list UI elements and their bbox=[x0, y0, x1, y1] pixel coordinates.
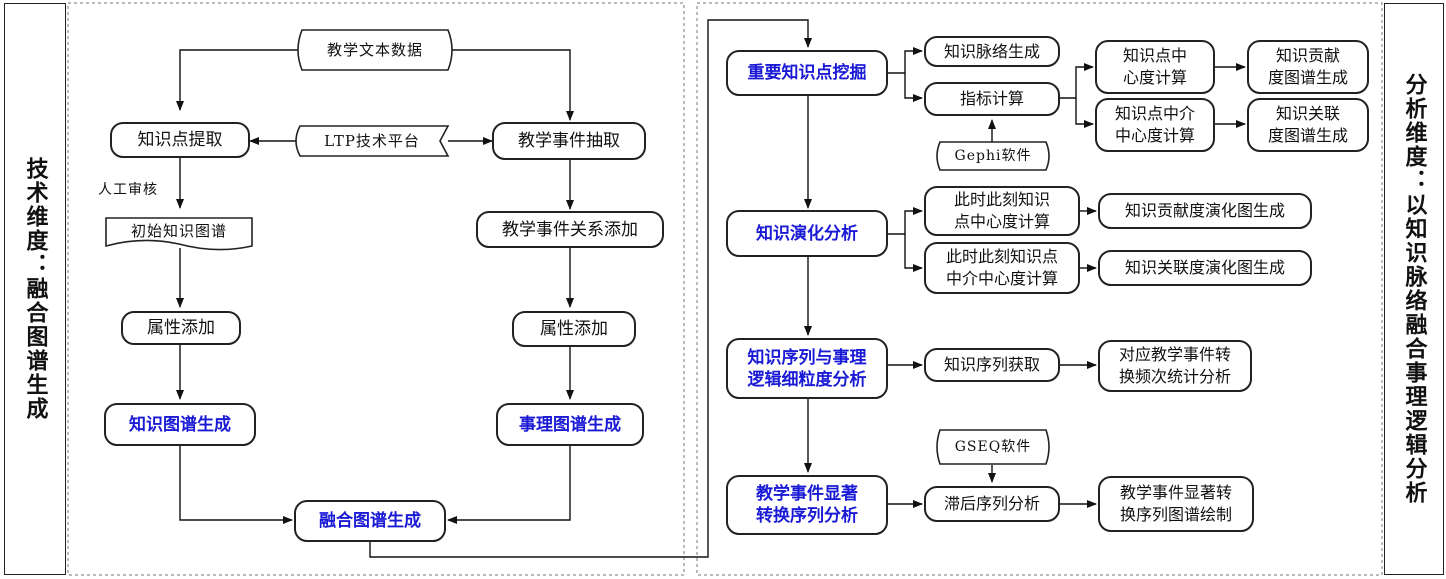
moment-betweenness-calc: 此时此刻知识点 中介中心度计算 bbox=[924, 242, 1080, 294]
attribute-adding-left: 属性添加 bbox=[121, 311, 241, 345]
lag-sequence-analysis: 滞后序列分析 bbox=[924, 486, 1060, 522]
initial-knowledge-graph: 初始知识图谱 bbox=[130, 222, 227, 240]
significant-sequence-drawing: 教学事件显著转 换序列图谱绘制 bbox=[1098, 476, 1254, 532]
tape-shape-gseq bbox=[936, 429, 1050, 465]
knowledge-context-generation: 知识脉络生成 bbox=[924, 36, 1060, 67]
indicator-calculation: 指标计算 bbox=[924, 82, 1060, 116]
important-knowledge-mining: 重要知识点挖掘 bbox=[726, 50, 888, 96]
right-dimension-label: 分析维度：以知识脉络融合事理逻辑分析 bbox=[1384, 3, 1444, 575]
attribute-adding-right: 属性添加 bbox=[512, 311, 636, 347]
knowledge-point-extraction: 知识点提取 bbox=[110, 122, 250, 158]
document-shape-initial-graph bbox=[105, 217, 253, 251]
event-relation-adding: 教学事件关系添加 bbox=[476, 211, 664, 248]
significant-transition-analysis: 教学事件显著 转换序列分析 bbox=[726, 475, 888, 535]
left-dimension-label: 技术维度：融合图谱生成 bbox=[4, 3, 66, 575]
moment-centrality-calc: 此时此刻知识 点中心度计算 bbox=[924, 186, 1080, 236]
point-betweenness-calc: 知识点中介 中心度计算 bbox=[1095, 98, 1215, 152]
sequence-logic-analysis: 知识序列与事理 逻辑细粒度分析 bbox=[726, 338, 888, 399]
contribution-graph-gen: 知识贡献 度图谱生成 bbox=[1247, 40, 1369, 94]
point-centrality-calc: 知识点中 心度计算 bbox=[1095, 40, 1215, 94]
fusion-graph-generation: 融合图谱生成 bbox=[294, 500, 446, 542]
tape-shape-gephi bbox=[936, 141, 1050, 171]
transition-frequency-stats: 对应教学事件转 换频次统计分析 bbox=[1098, 340, 1252, 392]
knowledge-graph-generation: 知识图谱生成 bbox=[104, 403, 256, 446]
manual-review-label: 人工审核 bbox=[98, 182, 158, 198]
tape-shape-ltp bbox=[295, 125, 450, 157]
right-panel-border bbox=[696, 2, 1383, 576]
ltp-platform: LTP技术平台 bbox=[324, 132, 420, 150]
association-evolution-gen: 知识关联度演化图生成 bbox=[1098, 250, 1312, 286]
event-graph-generation: 事理图谱生成 bbox=[496, 403, 644, 446]
tape-shape-teaching-text bbox=[297, 29, 453, 71]
knowledge-evolution-analysis: 知识演化分析 bbox=[726, 210, 888, 257]
left-panel-border bbox=[67, 2, 685, 576]
association-graph-gen: 知识关联 度图谱生成 bbox=[1247, 98, 1369, 152]
gseq-software: GSEQ软件 bbox=[954, 439, 1032, 455]
knowledge-sequence-acquire: 知识序列获取 bbox=[924, 348, 1060, 382]
teaching-event-extraction: 教学事件抽取 bbox=[492, 122, 646, 160]
teaching-text-data: 教学文本数据 bbox=[326, 41, 423, 59]
gephi-software: Gephi软件 bbox=[954, 148, 1032, 164]
contribution-evolution-gen: 知识贡献度演化图生成 bbox=[1098, 193, 1312, 229]
